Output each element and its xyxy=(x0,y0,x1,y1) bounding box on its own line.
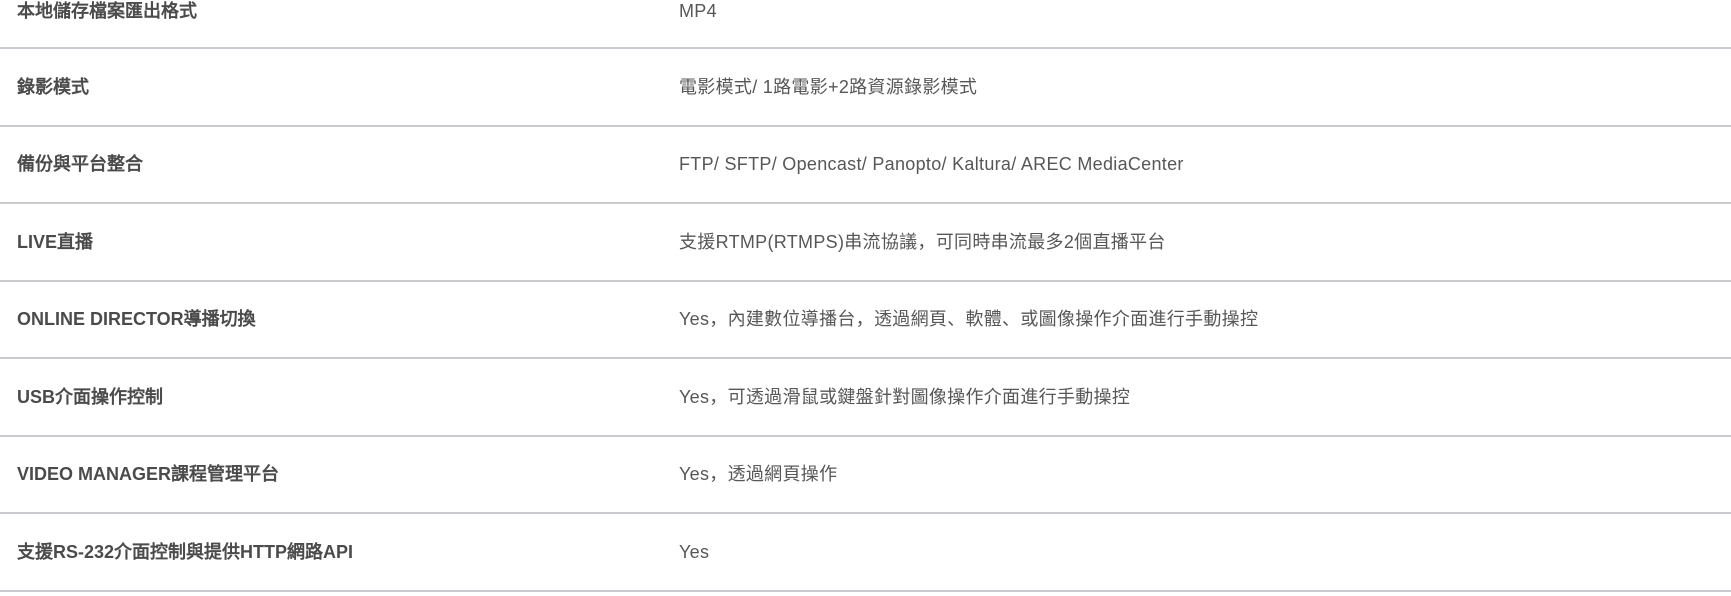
row-label: ONLINE DIRECTOR導播切換 xyxy=(17,309,256,329)
table-row: 本地儲存檔案匯出格式 MP4 xyxy=(0,0,1731,49)
row-label: 備份與平台整合 xyxy=(17,154,143,174)
row-value: Yes xyxy=(679,542,710,562)
row-label: LIVE直播 xyxy=(17,232,94,252)
row-value: Yes，可透過滑鼠或鍵盤針對圖像操作介面進行手動操控 xyxy=(679,387,1131,407)
table-row: 錄影模式 電影模式/ 1路電影+2路資源錄影模式 xyxy=(0,50,1731,127)
row-label: VIDEO MANAGER課程管理平台 xyxy=(17,464,280,484)
table-row: 支援RS-232介面控制與提供HTTP網路API Yes xyxy=(0,515,1731,592)
table-row: LIVE直播 支援RTMP(RTMPS)串流協議，可同時串流最多2個直播平台 xyxy=(0,205,1731,282)
row-label: 錄影模式 xyxy=(17,77,89,97)
row-value: 電影模式/ 1路電影+2路資源錄影模式 xyxy=(679,77,978,97)
row-value: MP4 xyxy=(679,1,717,21)
row-value: FTP/ SFTP/ Opencast/ Panopto/ Kaltura/ A… xyxy=(679,154,1184,174)
row-value: Yes，透過網頁操作 xyxy=(679,464,838,484)
table-row: ONLINE DIRECTOR導播切換 Yes，內建數位導播台，透過網頁、軟體、… xyxy=(0,282,1731,359)
table-row: VIDEO MANAGER課程管理平台 Yes，透過網頁操作 xyxy=(0,437,1731,514)
row-label: 支援RS-232介面控制與提供HTTP網路API xyxy=(17,542,354,562)
row-label: 本地儲存檔案匯出格式 xyxy=(17,1,197,21)
row-value: Yes，內建數位導播台，透過網頁、軟體、或圖像操作介面進行手動操控 xyxy=(679,309,1259,329)
row-value: 支援RTMP(RTMPS)串流協議，可同時串流最多2個直播平台 xyxy=(679,232,1166,252)
row-label: USB介面操作控制 xyxy=(17,387,164,407)
table-row: USB介面操作控制 Yes，可透過滑鼠或鍵盤針對圖像操作介面進行手動操控 xyxy=(0,360,1731,437)
table-row: 備份與平台整合 FTP/ SFTP/ Opencast/ Panopto/ Ka… xyxy=(0,127,1731,204)
